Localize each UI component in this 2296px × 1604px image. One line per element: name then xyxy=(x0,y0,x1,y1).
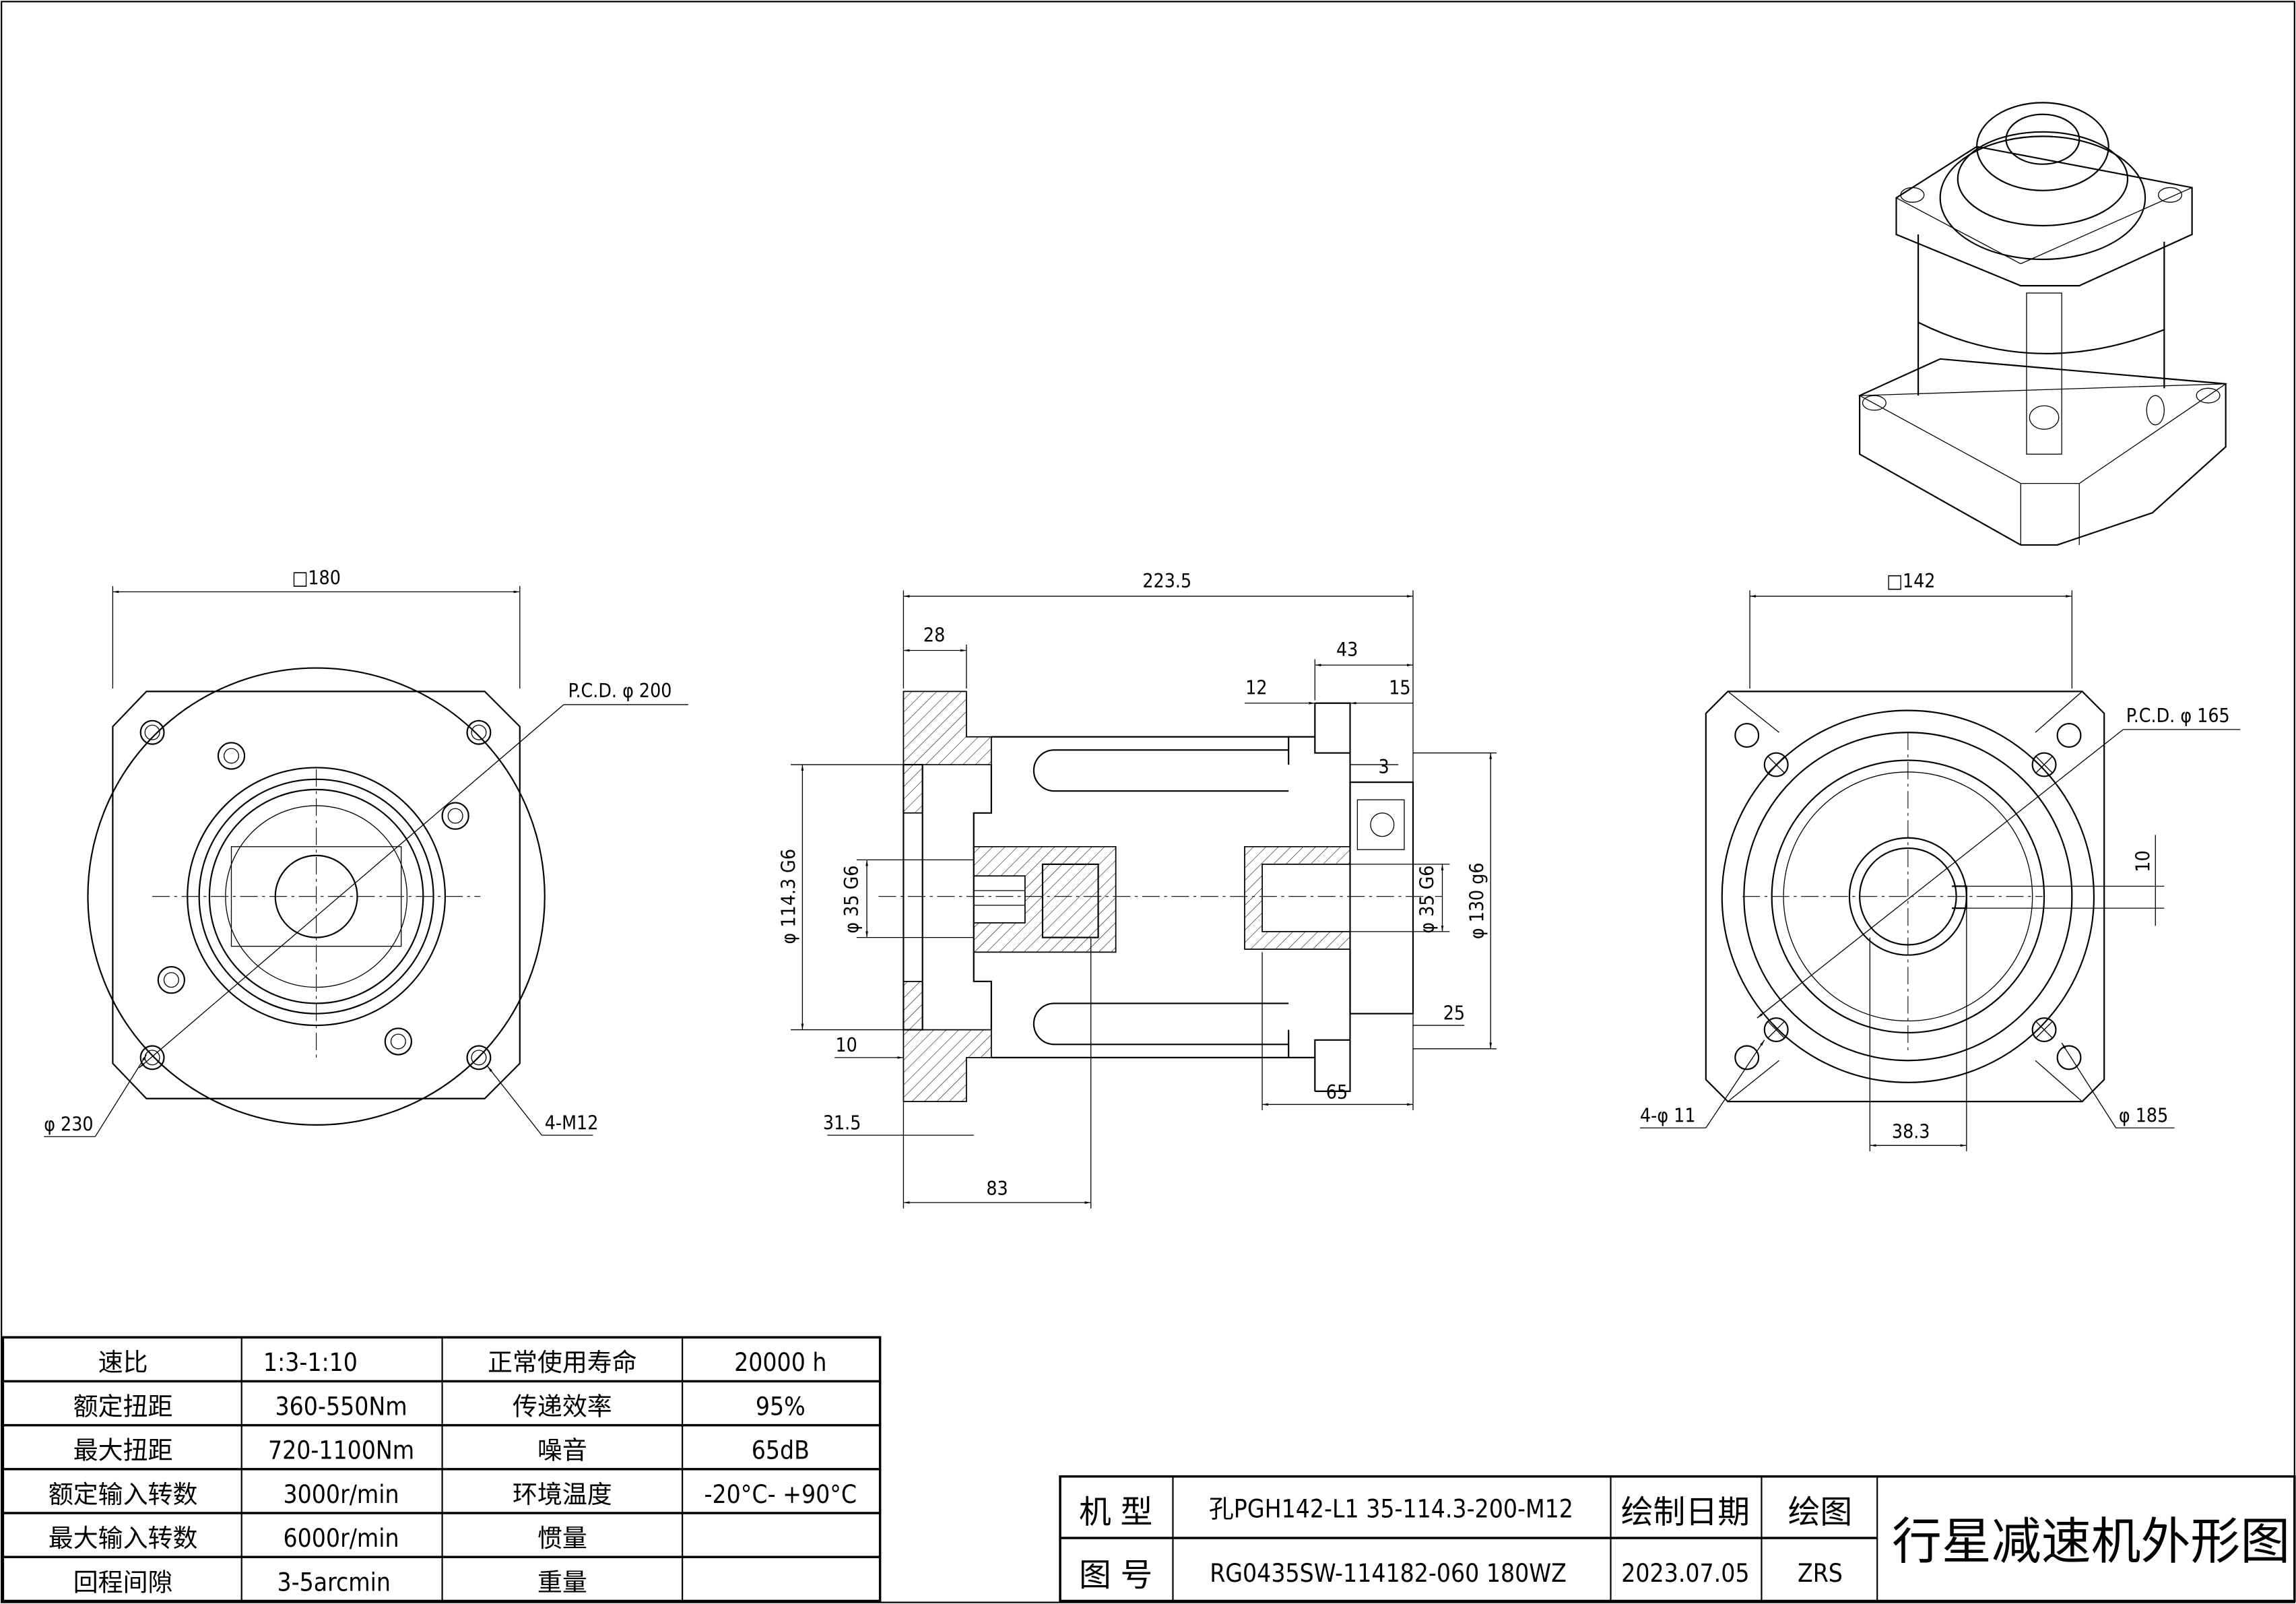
dim-65: 65 xyxy=(1326,1081,1348,1103)
spec-value: 1:3-1:10 xyxy=(263,1348,358,1377)
dim-10: 10 xyxy=(835,1034,857,1056)
dim-holes-11: 4-φ 11 xyxy=(1640,1105,1696,1127)
spec-value: 720-1100Nm xyxy=(268,1436,414,1465)
dim-outer-dia-185: φ 185 xyxy=(2119,1105,2168,1127)
drawer-label: 绘图 xyxy=(1788,1494,1853,1531)
dim-pcd-200: P.C.D. φ 200 xyxy=(568,680,672,702)
isometric-view xyxy=(1858,102,2227,546)
title-block: 机 型 孔PGH142-L1 35-114.3-200-M12 图 号 RG04… xyxy=(1059,1475,2296,1603)
dim-15: 15 xyxy=(1389,677,1410,699)
spec-row: 额定扭距 360-550Nm 传递效率 95% xyxy=(73,1392,806,1421)
spec-label: 回程间隙 xyxy=(73,1568,173,1597)
left-view: □180 P.C.D. φ 200 φ 230 4-M12 xyxy=(44,567,688,1137)
right-view: □142 P.C.D. φ 165 10 4-φ 11 φ 185 38.3 xyxy=(1640,570,2241,1152)
dim-input-pilot: φ 130 g6 xyxy=(1466,862,1488,939)
model-value: 孔PGH142-L1 35-114.3-200-M12 xyxy=(1209,1495,1573,1524)
date-label: 绘制日期 xyxy=(1621,1494,1750,1531)
spec-row: 回程间隙 3-5arcmin 重量 xyxy=(73,1568,587,1597)
dim-12: 12 xyxy=(1245,677,1267,699)
dim-pcd-165: P.C.D. φ 165 xyxy=(2126,705,2230,727)
dim-outer-dia-230: φ 230 xyxy=(44,1114,93,1136)
spec-label: 惯量 xyxy=(537,1524,587,1553)
spec-value: 3-5arcmin xyxy=(277,1568,390,1597)
spec-label: 额定扭距 xyxy=(73,1392,173,1421)
dim-3: 3 xyxy=(1378,756,1389,778)
dim-square-180: □180 xyxy=(292,567,341,589)
spec-value: -20°C- +90°C xyxy=(704,1480,857,1509)
spec-value: 20000 h xyxy=(734,1348,826,1377)
spec-label: 环境温度 xyxy=(513,1480,612,1509)
spec-row: 额定输入转数 3000r/min 环境温度 -20°C- +90°C xyxy=(48,1480,857,1509)
dim-input-bore: φ 35 G6 xyxy=(1416,866,1438,934)
dim-square-142: □142 xyxy=(1887,570,1936,592)
spec-label: 最大扭距 xyxy=(73,1436,173,1465)
spec-label: 重量 xyxy=(537,1568,587,1597)
bolt-holes xyxy=(139,719,492,1070)
drawing-title: 行星减速机外形图 xyxy=(1892,1512,2290,1570)
spec-label: 速比 xyxy=(98,1348,148,1377)
spec-value: 360-550Nm xyxy=(275,1392,407,1421)
dim-43: 43 xyxy=(1336,639,1358,661)
spec-value: 3000r/min xyxy=(284,1480,399,1509)
mounting-holes xyxy=(1734,723,2082,1070)
spec-value: 6000r/min xyxy=(284,1524,399,1553)
dim-key-38-3: 38.3 xyxy=(1892,1120,1930,1143)
model-label: 机 型 xyxy=(1079,1494,1152,1531)
section-view: 223.5 28 43 12 15 3 φ 114.3 G6 φ 35 G6 φ… xyxy=(778,570,1497,1209)
drawer-value: ZRS xyxy=(1798,1559,1843,1588)
dim-output-bore: φ 35 G6 xyxy=(841,866,863,934)
drawing-no-value: RG0435SW-114182-060 180WZ xyxy=(1210,1559,1567,1588)
spec-row: 最大输入转数 6000r/min 惯量 xyxy=(48,1524,587,1553)
dim-key-10: 10 xyxy=(2132,850,2155,872)
spec-label: 最大输入转数 xyxy=(48,1524,198,1553)
spec-row: 速比 1:3-1:10 正常使用寿命 20000 h xyxy=(98,1348,827,1377)
spec-label: 噪音 xyxy=(537,1436,587,1465)
dim-31-5: 31.5 xyxy=(823,1112,861,1134)
spec-label: 额定输入转数 xyxy=(48,1480,198,1509)
spec-table: 速比 1:3-1:10 正常使用寿命 20000 h 额定扭距 360-550N… xyxy=(1,1336,882,1603)
spec-value: 65dB xyxy=(752,1436,810,1465)
dim-overall-length: 223.5 xyxy=(1142,570,1191,592)
dim-flange-28: 28 xyxy=(923,624,945,646)
dim-25: 25 xyxy=(1443,1002,1465,1024)
dim-pilot-dia: φ 114.3 G6 xyxy=(778,849,800,944)
date-value: 2023.07.05 xyxy=(1621,1559,1749,1588)
dim-thread-m12: 4-M12 xyxy=(545,1112,599,1134)
spec-label: 传递效率 xyxy=(513,1392,612,1421)
dim-83: 83 xyxy=(986,1178,1008,1200)
spec-value: 95% xyxy=(756,1392,806,1421)
spec-row: 最大扭距 720-1100Nm 噪音 65dB xyxy=(73,1436,810,1465)
spec-label: 正常使用寿命 xyxy=(488,1348,637,1377)
drawing-no-label: 图 号 xyxy=(1079,1558,1152,1595)
